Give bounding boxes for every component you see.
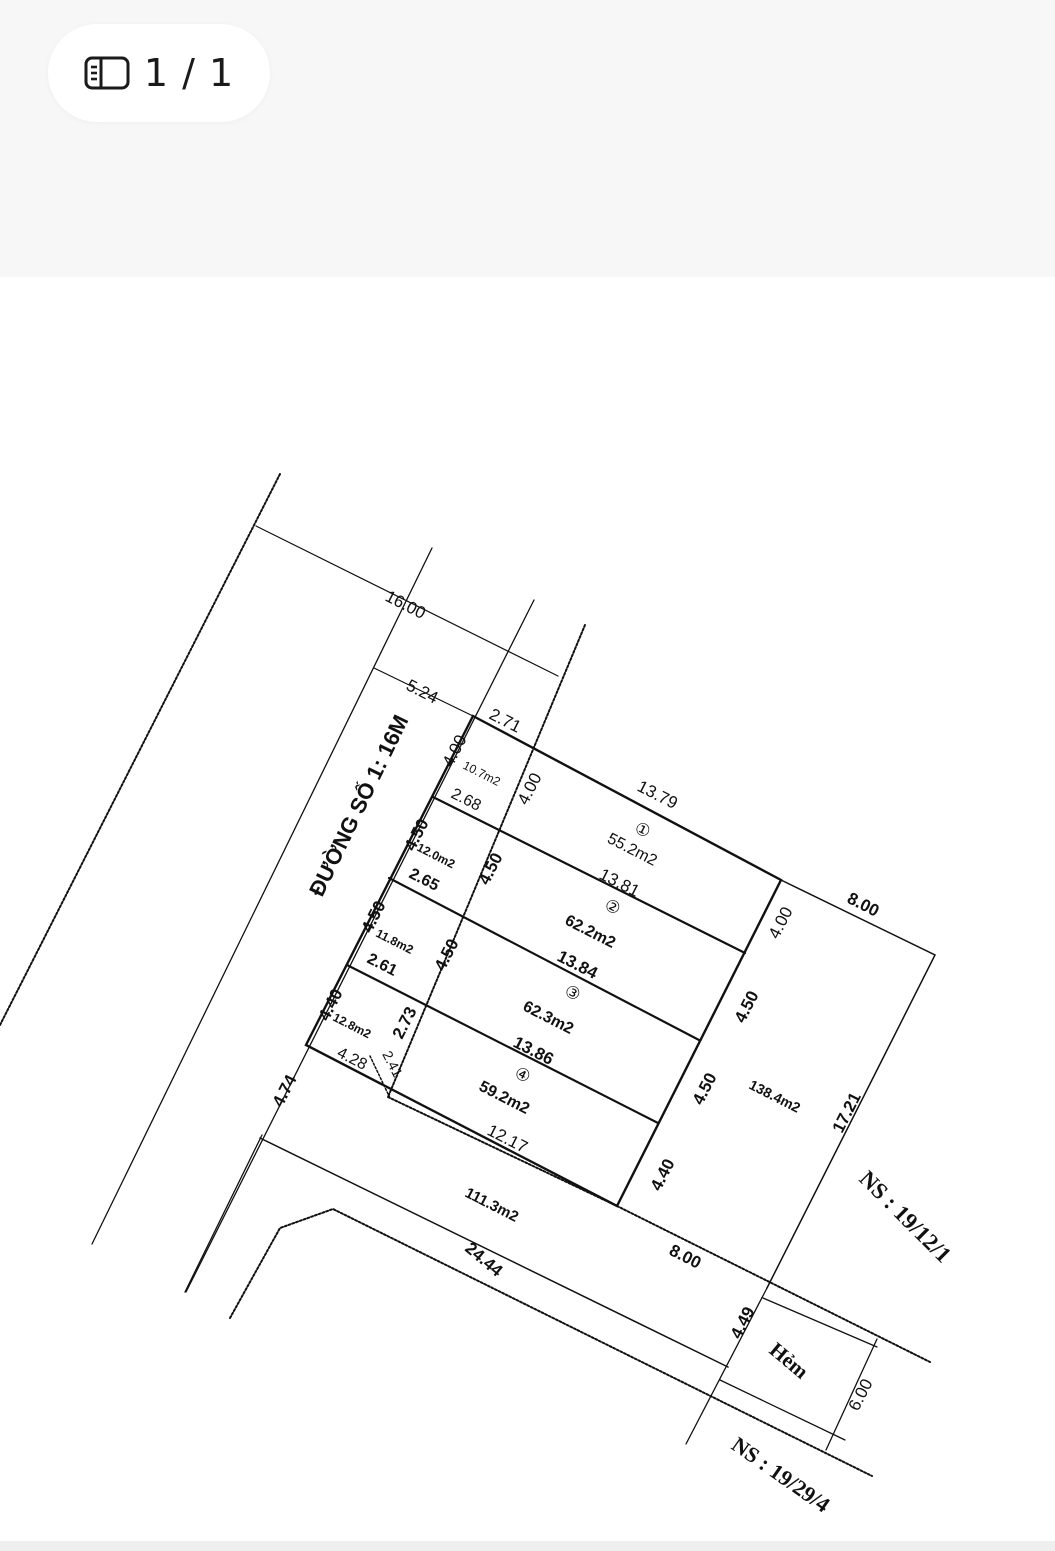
dim-right-top: 8.00 [844,889,882,921]
lot4-number: ④ [511,1063,533,1087]
dim-lot4-mid2: 2.41 [379,1048,406,1080]
strip3-area: 11.8m2 [374,926,416,957]
dim-lot1-bottom: 13.81 [596,865,643,901]
page-bottom-edge [0,1541,1055,1551]
dim-271: 2.71 [486,705,524,737]
lot-divider-2-3 [387,876,701,1042]
lot4-dotted-edge [387,1096,618,1207]
dim-lot1-top: 13.79 [634,777,681,813]
neighbor-right-label: NS : 19/12/1 [854,1166,956,1268]
page-indicator-button[interactable]: 1 / 1 [48,24,270,122]
strip2-area: 12.0m2 [415,840,458,871]
dim-bottom-mid: 8.00 [666,1241,704,1273]
bottom-parcel-area: 111.3m2 [462,1184,521,1225]
lot2-area: 62.2m2 [562,912,618,952]
dotted-setback-line [387,624,586,1098]
bottom-parcel-line [259,1137,729,1368]
dim-lot3-right: 4.50 [689,1070,721,1108]
alley-left-line [685,1287,768,1445]
dim-right-side: 17.21 [829,1089,865,1136]
road-edge-line [91,547,433,1245]
right-parcel-area: 138.4m2 [747,1076,804,1115]
bottom-dotted-line [616,1205,931,1363]
lot3-number: ③ [561,981,583,1005]
dim-bottom-long: 24.44 [461,1239,506,1281]
strip4-area: 12.8m2 [331,1010,374,1041]
right-parcel-edge [766,879,937,1289]
dim-16: 16.00 [382,587,429,623]
dim-alley-left: 4.49 [727,1304,759,1342]
lot1-area: 55.2m2 [604,830,659,869]
dim-lot4-mid: 2.73 [389,1004,421,1042]
document-page [0,277,1055,1541]
dim-alley-width: 6.00 [845,1376,877,1414]
page-indicator-text: 1 / 1 [143,51,235,95]
alley-right-line [825,1338,878,1451]
left-dotted-boundary [0,473,281,1026]
neighbor-bottom-label: NS : 19/29/4 [727,1432,834,1518]
lower-dotted-boundary [229,1207,873,1477]
strip1-area: 10.7m2 [461,758,503,789]
dim-lot4-right: 4.40 [647,1156,679,1194]
lot-divider-3-4 [345,963,660,1125]
setback-line [185,599,535,1293]
dim-lot3-bottom: 13.86 [510,1033,557,1069]
lot2-number: ② [601,895,623,919]
lot-divider-1-2 [431,795,747,955]
dim-line-16 [255,525,559,677]
lot3-area: 62.3m2 [520,998,576,1038]
sidebar-panel-icon [84,56,130,90]
dim-lot1-mid: 4.00 [514,770,546,808]
dim-line-524 [373,667,474,717]
dim-lot3-mid: 4.50 [431,936,463,974]
dim-524: 5.24 [403,676,441,708]
dim-left-bottom: 4.74 [269,1071,301,1110]
dim-lot2-mid: 4.50 [475,850,507,888]
dim-lot4-bottom: 12.17 [484,1121,531,1157]
dim-lot1-strip: 2.68 [448,785,484,814]
dim-lot2-right: 4.50 [731,988,763,1026]
dim-lot1-right: 4.00 [765,904,797,942]
alley-label: Hẻm [765,1337,814,1383]
lot1-number: ① [631,818,653,842]
